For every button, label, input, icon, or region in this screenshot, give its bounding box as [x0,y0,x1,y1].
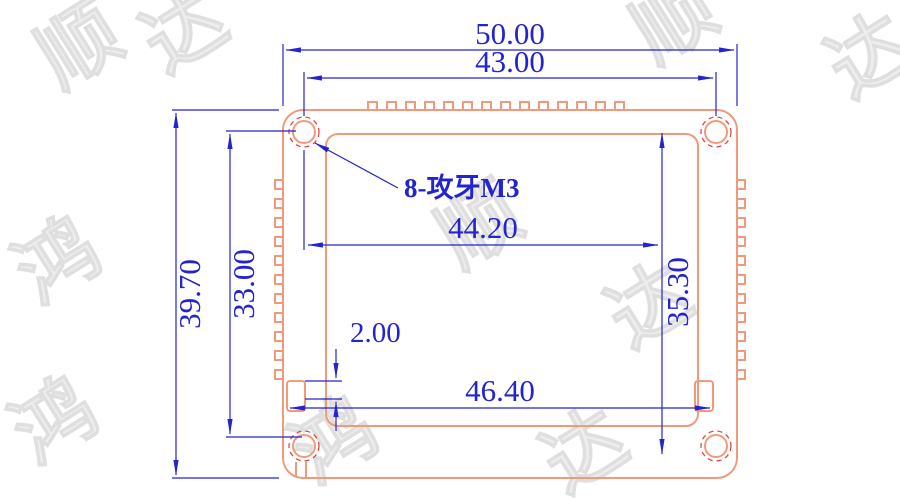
profile-left-fins [274,179,284,380]
corner-screw-hole-bottom-right [704,434,728,458]
corner-screw-hole-top-left [292,120,316,144]
profile-layer [274,101,746,479]
dim-hole-span-h-text: 43.00 [475,44,545,79]
watermark-char: 鸿 [0,363,112,480]
profile-bottom-step-left [286,380,306,412]
watermark-char: 鸿 [278,383,392,500]
dimension-lines-layer [172,44,738,479]
dimension-text-layer: 50.00 43.00 8-攻牙M3 44.20 35.30 33.00 39.… [172,16,695,408]
thread-mark-bottom-left [288,430,320,462]
corner-screw-hole-bottom-left [292,434,316,458]
profile-inner-cavity [325,133,699,427]
dim-hole-span-v-text: 33.00 [226,249,261,319]
thread-mark-top-right [700,116,732,148]
dim-overall-height-text: 39.70 [172,259,207,329]
callout-leader-line [314,142,399,189]
dim-cavity-height-text: 35.30 [660,257,695,327]
tapped-hole-callout-text: 8-攻牙M3 [404,173,519,203]
watermark-char: 达 [528,393,642,500]
watermark-char: 鸿 [1,203,115,320]
profile-top-serrations [367,101,625,111]
thread-marks-layer [288,116,732,462]
corner-screw-hole-top-right [704,120,728,144]
dim-cavity-width-text: 44.20 [448,210,518,245]
dim-step-text: 2.00 [350,317,401,349]
profile-bottom-notch [295,462,307,477]
thread-mark-bottom-right [700,430,732,462]
profile-right-fins [736,179,746,380]
dim-overall-width-text: 50.00 [475,16,545,51]
dim-channel-width-text: 46.40 [465,373,535,408]
watermark-char: 顺 [23,0,137,105]
watermark-char: 达 [128,0,242,90]
watermark-char: 顺 [618,0,732,80]
watermark-char: 达 [813,0,900,115]
thread-mark-top-left [288,116,320,148]
profile-bottom-step-right [694,380,714,412]
